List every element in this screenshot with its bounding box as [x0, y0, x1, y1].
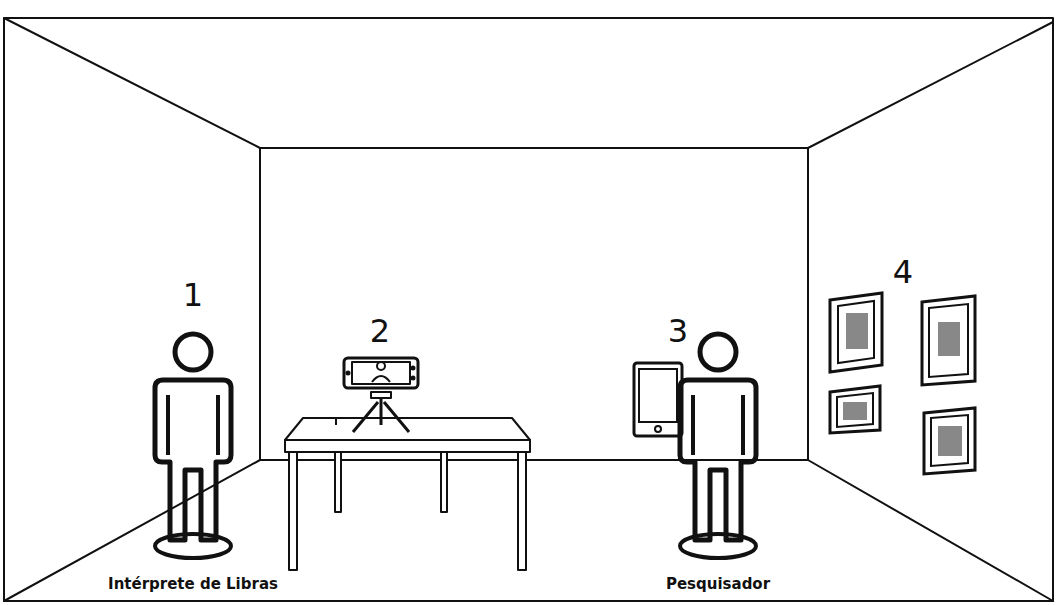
tablet — [634, 363, 682, 436]
person-figure — [680, 334, 756, 558]
camera-tripod — [344, 358, 418, 432]
person-label: Intérprete de Libras — [108, 576, 278, 593]
callout-number: 4 — [893, 255, 913, 290]
table — [285, 418, 530, 570]
callout-number: 1 — [183, 278, 203, 313]
person-figure — [155, 334, 231, 558]
callout-number: 3 — [668, 314, 688, 349]
callout-number: 2 — [370, 314, 390, 349]
wall-pictures — [830, 293, 975, 474]
person-label: Pesquisador — [666, 576, 770, 593]
